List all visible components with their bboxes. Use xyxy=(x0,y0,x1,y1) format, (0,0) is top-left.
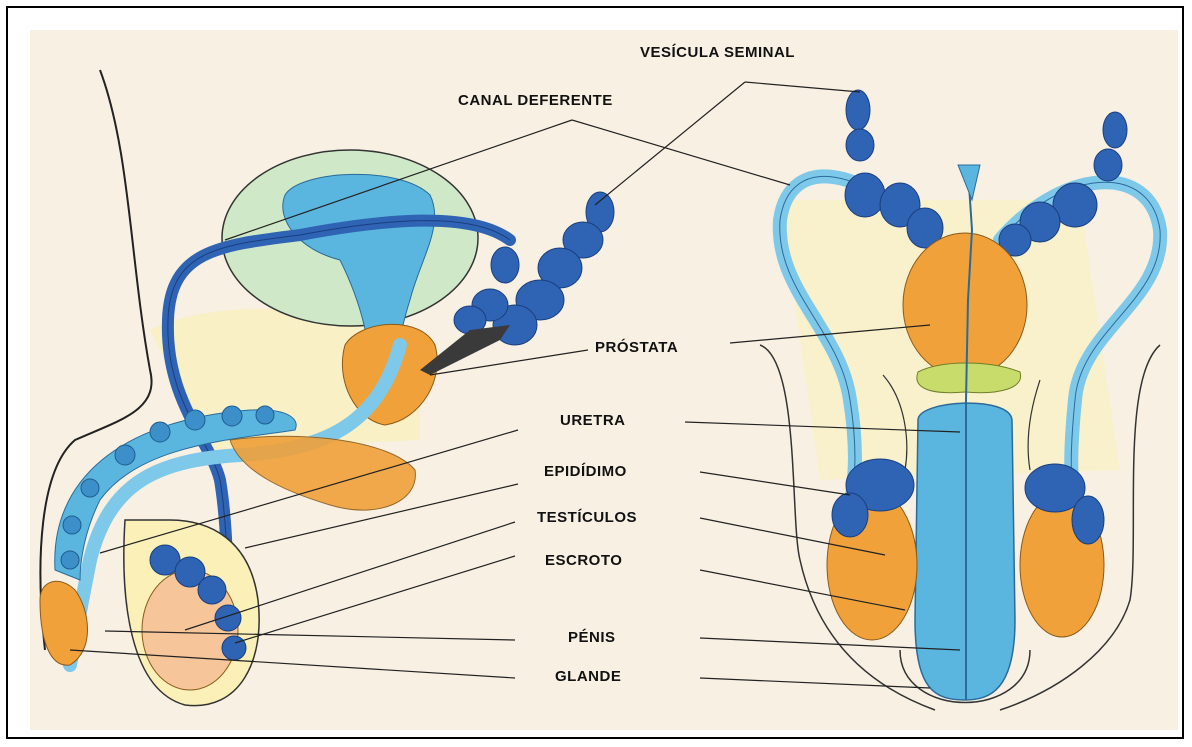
bulbourethral-glands xyxy=(917,363,1021,393)
label-prostata: PRÓSTATA xyxy=(595,339,678,356)
label-testiculos: TESTÍCULOS xyxy=(537,509,637,526)
label-escroto: ESCROTO xyxy=(545,552,622,569)
prostate-frontal xyxy=(903,233,1027,377)
label-epididimo: EPIDÍDIMO xyxy=(544,463,627,480)
label-uretra: URETRA xyxy=(560,412,626,429)
label-glande: GLANDE xyxy=(555,668,621,685)
penis-shaft-frontal xyxy=(915,403,1015,700)
label-penis: PÉNIS xyxy=(568,629,616,646)
label-vesicula-seminal: VESÍCULA SEMINAL xyxy=(640,44,795,61)
label-canal-deferente: CANAL DEFERENTE xyxy=(458,92,613,109)
